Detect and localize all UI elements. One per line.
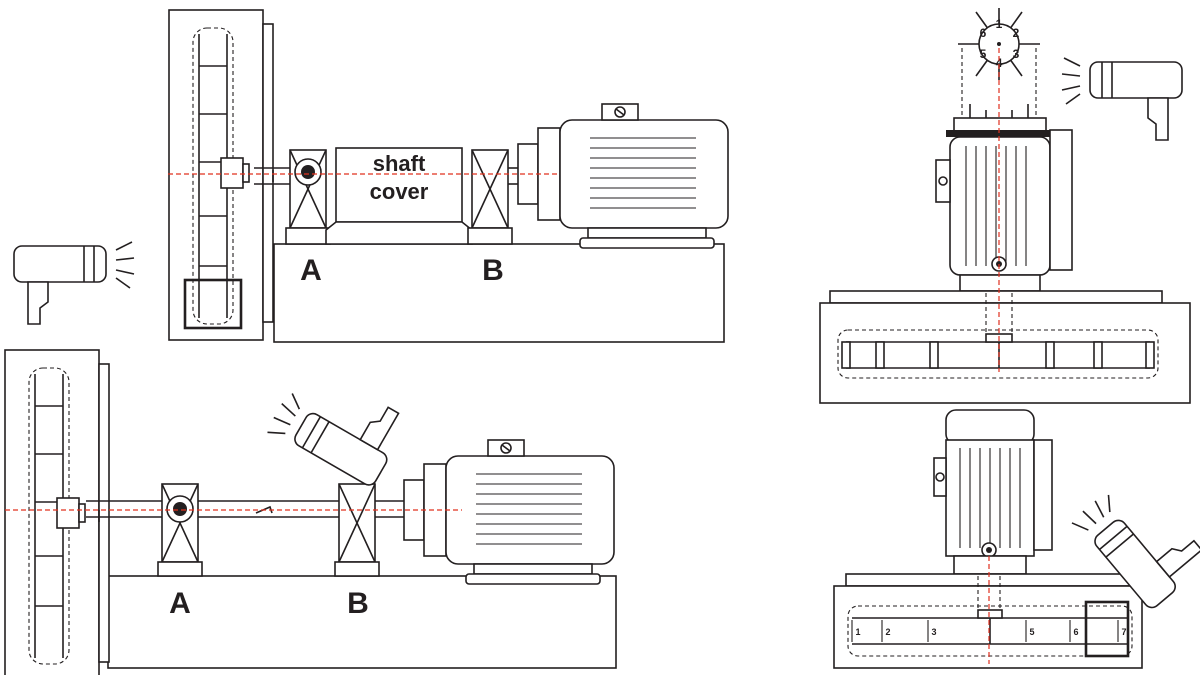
- shaft-cover: shaft cover: [325, 147, 473, 245]
- top-right-motor: [935, 129, 1073, 292]
- fan-blade-6: 6: [1073, 627, 1078, 637]
- thermal-camera-icon: [13, 241, 135, 325]
- top-bearing-a: [285, 149, 331, 245]
- top-motor: [517, 103, 729, 249]
- blade-position-1: 1: [996, 17, 1003, 31]
- fan-blade-7: 7: [1121, 627, 1126, 637]
- fan-wheel-icon: 1 2 3 4 5 6: [958, 8, 1040, 80]
- motor-top-bracket: [953, 117, 1047, 133]
- top-label-a: A: [300, 254, 322, 287]
- shaft-cover-label-line2: cover: [370, 179, 429, 204]
- top-base: [273, 243, 725, 343]
- thermal-camera-icon: [264, 359, 412, 493]
- bottom-label-a: A: [169, 587, 191, 620]
- top-fan-housing: [168, 9, 274, 341]
- blade-position-3: 3: [1013, 47, 1020, 61]
- bottom-base: [107, 575, 617, 669]
- shaft-cover-label-line1: shaft: [373, 151, 426, 176]
- shaft-keyway: [255, 505, 273, 514]
- bottom-right-motor: [933, 409, 1053, 575]
- blade-position-5: 5: [980, 47, 987, 61]
- top-right-assembly: 1 2 3 4 5 6: [819, 8, 1191, 404]
- blade-position-6: 6: [980, 26, 987, 40]
- fan-blade-5: 5: [1029, 627, 1034, 637]
- bottom-fan-housing: [4, 349, 110, 675]
- fan-blade-2: 2: [885, 627, 890, 637]
- bottom-motor: [403, 439, 615, 585]
- top-bearing-b: [467, 149, 513, 245]
- fan-blade-1: 1: [855, 627, 860, 637]
- bottom-bearing-a: [157, 483, 203, 577]
- bottom-right-assembly: 1 2 3 5 6 7: [833, 409, 1143, 669]
- top-assembly: shaft cover A B: [168, 9, 729, 343]
- thermal-camera-icon: [1061, 57, 1183, 141]
- blade-position-2: 2: [1013, 26, 1020, 40]
- motor-top-flange: [946, 130, 1052, 137]
- blade-position-4: 4: [996, 56, 1003, 70]
- fan-blade-3: 3: [931, 627, 936, 637]
- top-label-b: B: [482, 254, 504, 287]
- bottom-assembly: A B: [4, 349, 617, 675]
- bottom-bearing-b: [334, 483, 380, 577]
- bottom-label-b: B: [347, 587, 369, 620]
